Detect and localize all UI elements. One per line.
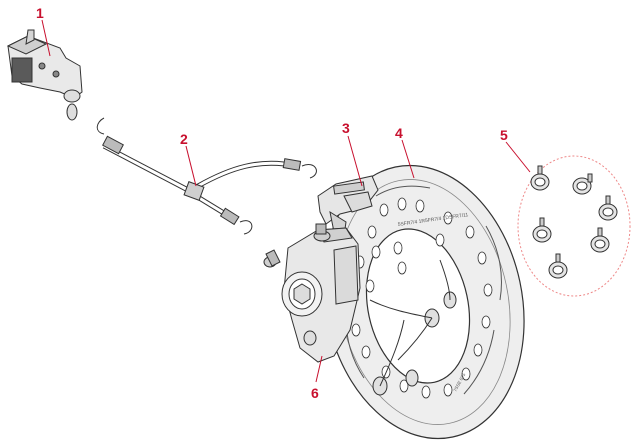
- leader-3: [347, 135, 363, 187]
- master-cylinder: [6, 29, 83, 121]
- leader-2: [185, 145, 197, 187]
- callout-label-1: 1: [36, 5, 44, 21]
- callout-label-4: 4: [395, 125, 403, 141]
- hardware-fittings: [530, 165, 618, 279]
- callout-leaders: [41, 19, 531, 383]
- leader-4: [401, 139, 415, 179]
- leader-5: [505, 141, 531, 173]
- leader-1: [41, 19, 51, 57]
- caliper-bracket: [317, 175, 379, 237]
- callout-label-5: 5: [500, 127, 508, 143]
- brake-hoses: [96, 117, 317, 235]
- callout-label-3: 3: [342, 120, 350, 136]
- rotor-slots: [345, 185, 502, 395]
- callout-label-2: 2: [180, 131, 188, 147]
- hardware-kit: [517, 155, 631, 297]
- leader-6: [315, 355, 323, 383]
- brake-caliper: [263, 223, 361, 363]
- callout-label-6: 6: [311, 385, 319, 401]
